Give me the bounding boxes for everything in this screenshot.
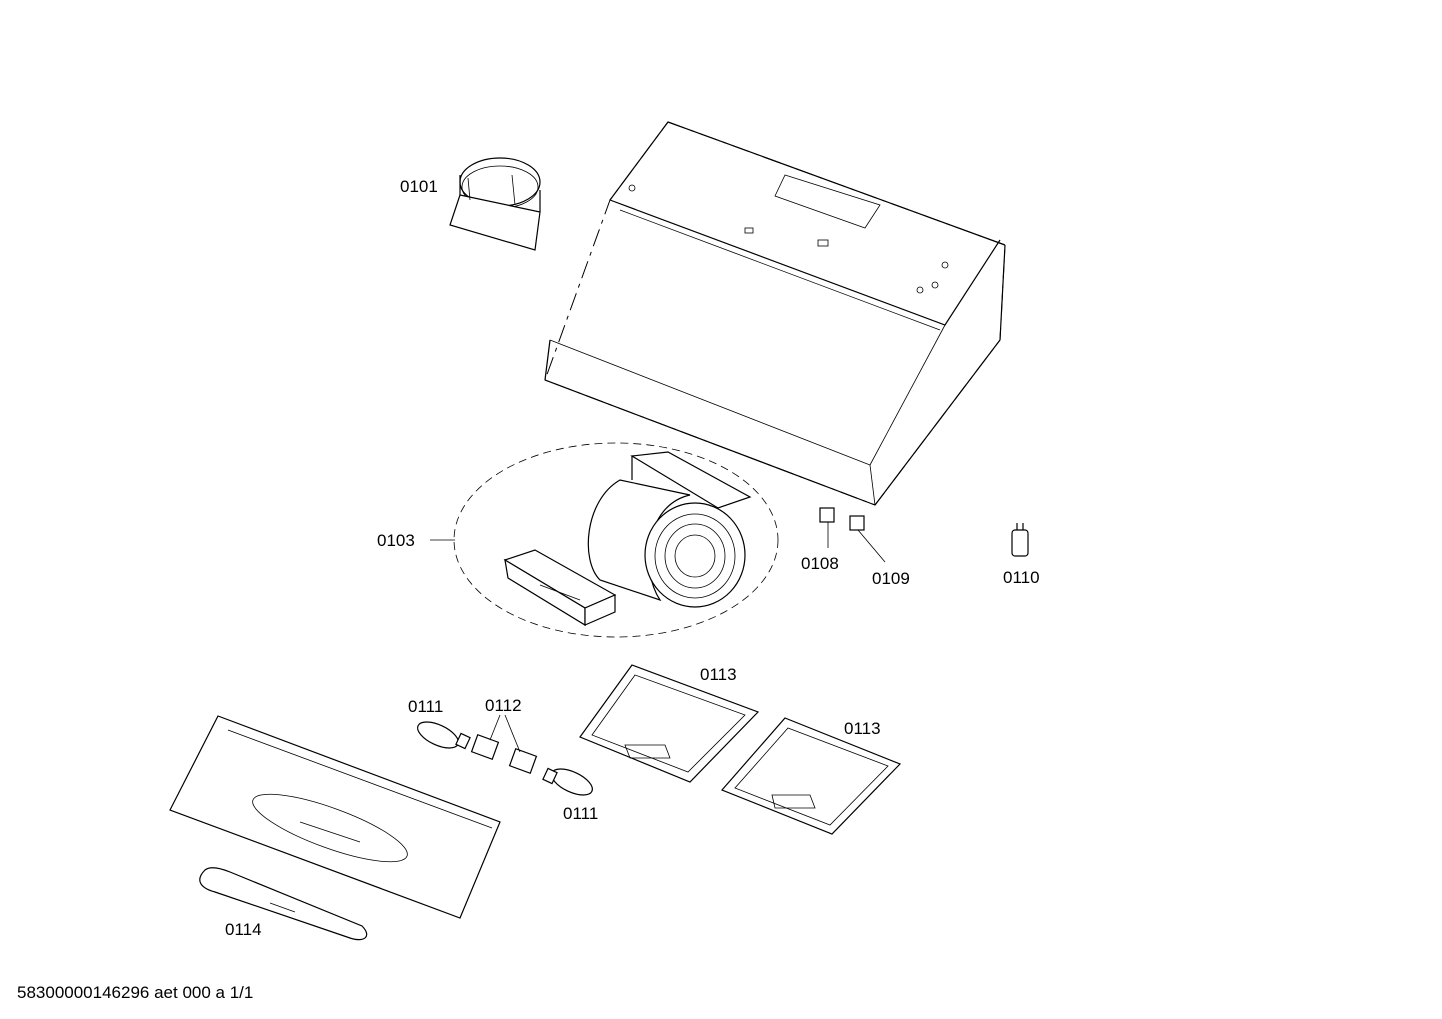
label-0112: 0112 [485, 696, 522, 715]
lamp-parts [417, 714, 593, 796]
label-0113-b: 0113 [844, 719, 881, 738]
label-0110: 0110 [1003, 568, 1040, 587]
label-0114: 0114 [225, 920, 262, 939]
control-box-part [503, 549, 617, 627]
duct-adapter-part [449, 157, 541, 251]
label-0111-a: 0111 [408, 697, 444, 716]
grease-filter-a [579, 664, 760, 783]
capacitor-part [1011, 523, 1029, 557]
label-0103: 0103 [377, 531, 415, 550]
document-id-footer: 58300000146296 aet 000 a 1/1 [17, 983, 254, 1002]
label-0108: 0108 [801, 554, 839, 573]
label-0109: 0109 [872, 569, 910, 588]
blower-part [587, 451, 752, 608]
bottom-panel [169, 715, 501, 919]
label-0101: 0101 [400, 177, 438, 196]
grease-filter-b [720, 717, 902, 835]
switch-parts [819, 507, 886, 563]
label-0113-a: 0113 [700, 665, 737, 684]
label-0111-b: 0111 [563, 804, 599, 823]
hood-housing [544, 121, 1006, 506]
light-lens-part [199, 867, 368, 941]
